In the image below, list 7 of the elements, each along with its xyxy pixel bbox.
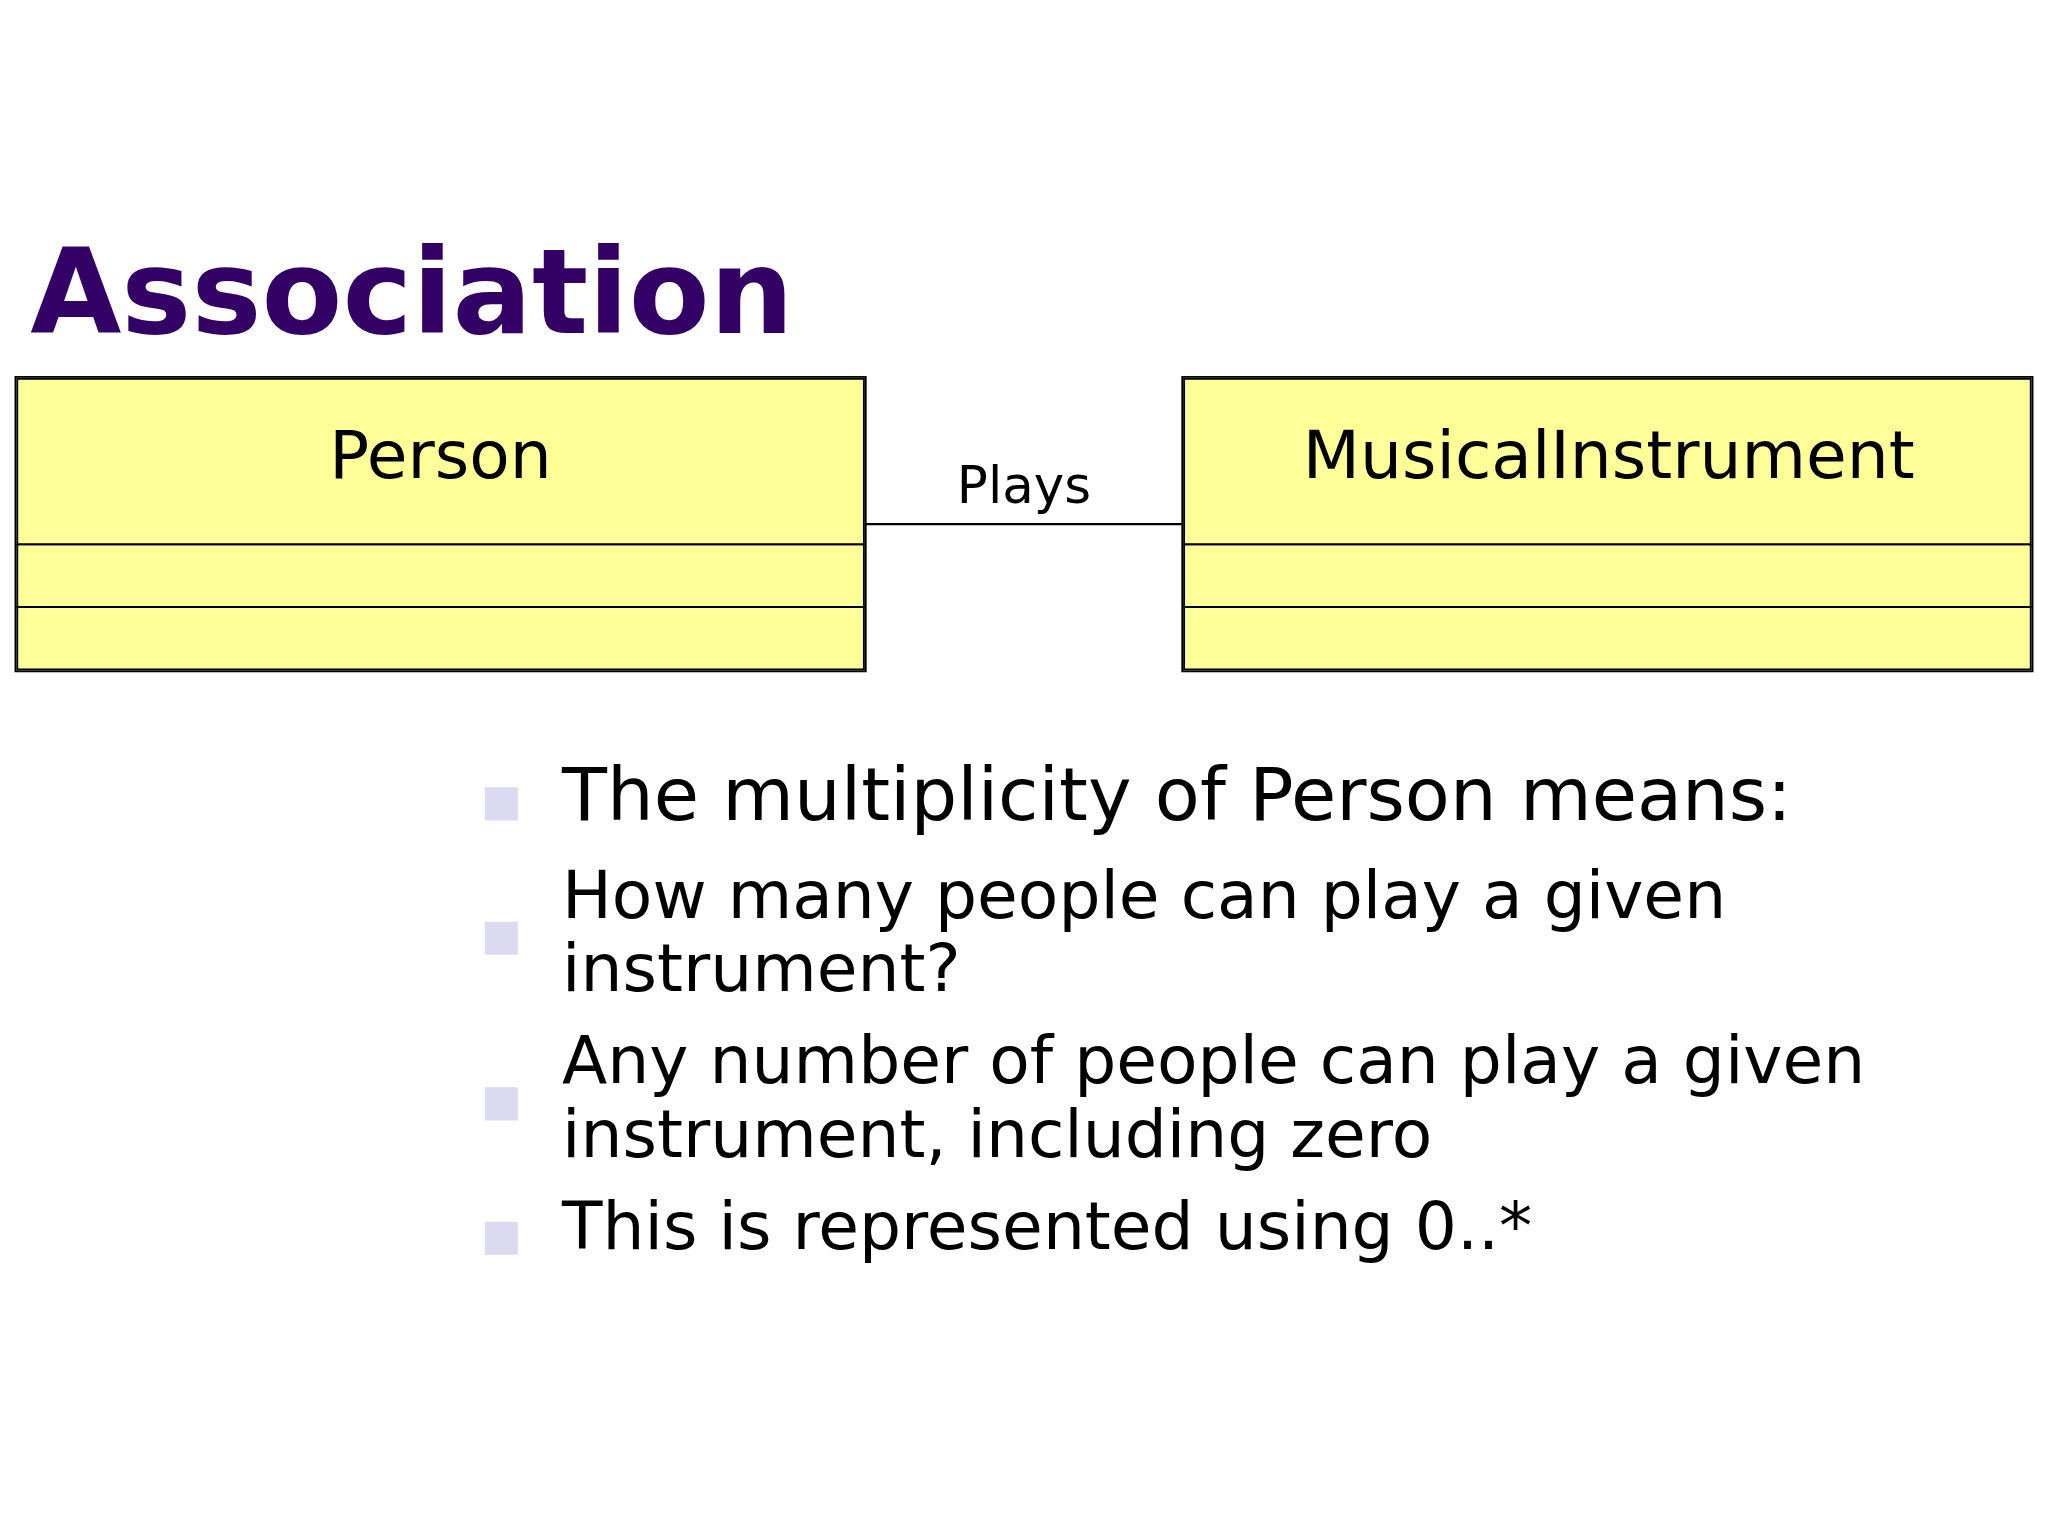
label: How many people can play a given instrument? [562, 856, 1727, 1008]
label: Any number of people can play a given instrument, including zero [562, 1022, 1866, 1173]
connector [865, 523, 1182, 526]
edge-label: Plays [956, 454, 1092, 515]
label: The multiplicity of Person means: [562, 752, 1792, 838]
diagram-title: Association [30, 224, 794, 362]
label: This is represented using 0..* [562, 1187, 1533, 1265]
